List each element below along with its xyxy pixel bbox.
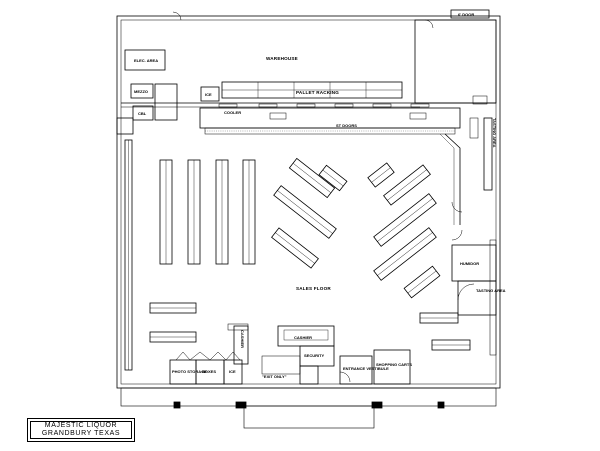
small-room-a xyxy=(154,83,178,121)
label-warehouse: WAREHOUSE xyxy=(266,56,298,61)
label-cooler-doors: ST DOORS xyxy=(336,123,357,128)
label-shopping-carts: SHOPPING CARTS xyxy=(376,362,412,367)
label-cbl: CBL xyxy=(138,111,147,116)
entrance-vestibule-room xyxy=(339,355,373,385)
ice-bottom-room xyxy=(223,359,243,385)
entry-walk xyxy=(243,405,375,429)
column xyxy=(371,401,383,409)
door-swing-right xyxy=(451,201,463,213)
fixture xyxy=(218,103,238,108)
label-cooler: COOLER xyxy=(224,110,241,115)
label-boxes: BOXES xyxy=(202,369,216,374)
label-door: 6' DOOR xyxy=(458,12,474,17)
warehouse-side-room xyxy=(414,19,497,104)
wall-display-2 xyxy=(469,117,479,139)
label-cashier: CASHIER xyxy=(294,335,312,340)
column xyxy=(173,401,181,409)
cbl-room xyxy=(132,105,154,121)
label-tasting-area: TASTING AREA xyxy=(476,288,506,293)
fixture xyxy=(258,103,278,108)
title-block: MAJESTIC LIQUOR GRANDBURY TEXAS xyxy=(27,418,135,442)
fixture xyxy=(296,103,316,108)
label-sales-floor: SALES FLOOR xyxy=(296,286,331,291)
label-cashier-side: CASHIER xyxy=(240,330,245,348)
tasting-curve xyxy=(457,283,475,301)
label-exit-only: "EXIT ONLY" xyxy=(262,374,287,379)
door-swing-right-2 xyxy=(451,229,463,241)
loading-door xyxy=(450,9,490,19)
title-location: GRANDBURY TEXAS xyxy=(41,430,121,437)
fixture xyxy=(334,103,354,108)
label-elec-area: ELEC. AREA xyxy=(134,58,158,63)
side-cashier-counter xyxy=(233,325,249,365)
tasting-wall xyxy=(489,239,497,356)
cooler-angle-inner xyxy=(439,133,455,225)
label-mezzo: MEZZO xyxy=(134,89,148,94)
shopping-carts-room xyxy=(373,349,411,385)
ice-room xyxy=(200,86,220,102)
cooler-fixture xyxy=(409,112,427,120)
label-tasting-area-side: TASTING AREA xyxy=(492,118,497,148)
side-entry xyxy=(116,117,134,135)
building-inner-wall xyxy=(120,19,497,385)
title-block-inner: MAJESTIC LIQUOR GRANDBURY TEXAS xyxy=(30,421,132,439)
fixture xyxy=(472,95,488,105)
entrance-door-swing xyxy=(339,371,351,383)
exit-door xyxy=(299,365,319,385)
label-humidor: HUMIDOR xyxy=(460,261,479,266)
side-cashier-top xyxy=(227,323,249,331)
title-store-name: MAJESTIC LIQUOR xyxy=(44,422,118,429)
fixture xyxy=(410,103,430,108)
roof-triangles xyxy=(175,351,241,361)
label-security: SECURITY xyxy=(304,353,325,358)
label-pallet-racking: PALLET RACKING xyxy=(296,90,339,95)
column xyxy=(437,401,445,409)
label-ice-bottom: ICE xyxy=(229,369,236,374)
exit-area xyxy=(261,355,301,375)
cooler-fixture xyxy=(269,112,287,120)
fixture xyxy=(372,103,392,108)
cooler-angle xyxy=(444,133,461,225)
label-entrance-vestibule: ENTRANCE VESTIBULE xyxy=(343,366,389,371)
label-ice: ICE xyxy=(205,92,212,97)
mezzo-room xyxy=(130,83,154,99)
door-swing-top-left xyxy=(172,11,182,21)
cashier-inner xyxy=(283,329,329,341)
warehouse-door-top xyxy=(424,19,434,29)
wall-display xyxy=(483,117,493,191)
tasting-room xyxy=(457,280,497,316)
column xyxy=(235,401,247,409)
elec-area-room xyxy=(124,49,166,71)
label-photo-storage: PHOTO STORAGE xyxy=(172,369,207,374)
